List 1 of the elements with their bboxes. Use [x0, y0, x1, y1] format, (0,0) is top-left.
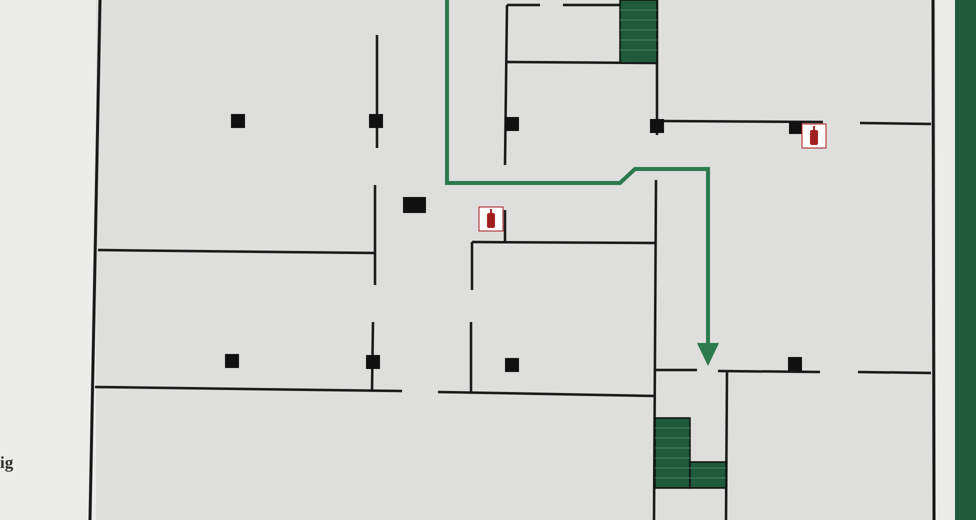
legend-text: ig — [0, 453, 14, 473]
